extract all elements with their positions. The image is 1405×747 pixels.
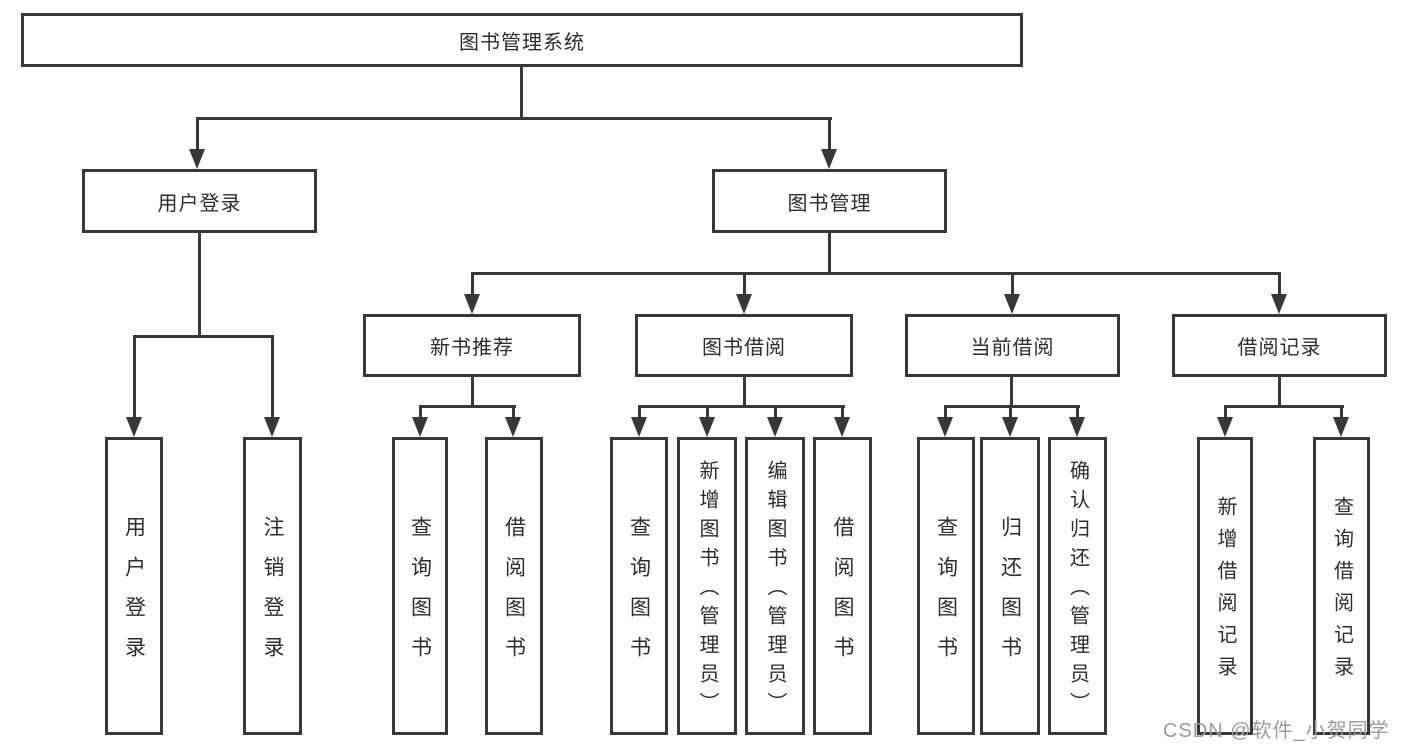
arrow-down-icon bbox=[505, 417, 521, 437]
node-borrowing-records-label: 借阅记录 bbox=[1237, 337, 1322, 359]
leaf-add-books-admin-label: 新增图书（管理员） bbox=[696, 460, 718, 721]
connector-line bbox=[1278, 272, 1281, 295]
csdn-watermark: CSDN @软件_小贺同学 bbox=[1163, 720, 1390, 742]
leaf-current-query-books-label: 查询图书 bbox=[934, 515, 958, 676]
arrow-down-icon bbox=[1002, 417, 1018, 437]
arrow-down-icon bbox=[1271, 294, 1287, 314]
arrow-down-icon bbox=[1069, 417, 1085, 437]
leaf-edit-books-admin-label: 编辑图书（管理员） bbox=[764, 460, 786, 721]
node-book-borrowing-label: 图书借阅 bbox=[702, 337, 786, 359]
connector-line bbox=[841, 405, 844, 419]
connector-line bbox=[638, 405, 845, 408]
leaf-recommend-borrow-books: 借阅图书 bbox=[485, 437, 543, 735]
leaf-recommend-borrow-books-label: 借阅图书 bbox=[502, 515, 526, 676]
leaf-logout: 注销登录 bbox=[243, 437, 302, 735]
arrow-down-icon bbox=[1004, 294, 1020, 314]
arrow-down-icon bbox=[412, 417, 428, 437]
node-current-borrowing-label: 当前借阅 bbox=[970, 337, 1055, 359]
connector-line bbox=[828, 117, 831, 150]
arrow-down-icon bbox=[189, 149, 205, 169]
connector-line bbox=[828, 233, 831, 275]
leaf-query-borrow-record-label: 查询借阅记录 bbox=[1330, 496, 1353, 688]
connector-line bbox=[133, 335, 136, 418]
arrow-down-icon bbox=[767, 417, 783, 437]
leaf-borrowing-borrow-books-label: 借阅图书 bbox=[831, 515, 854, 676]
connector-line bbox=[471, 272, 474, 295]
leaf-user-login: 用户登录 bbox=[105, 437, 163, 735]
connector-line bbox=[471, 272, 1281, 275]
arrow-down-icon bbox=[736, 294, 752, 314]
arrow-down-icon bbox=[937, 417, 953, 437]
connector-line bbox=[1010, 377, 1013, 407]
arrow-down-icon bbox=[821, 149, 837, 169]
arrow-down-icon bbox=[834, 417, 850, 437]
connector-line bbox=[1009, 405, 1012, 419]
arrow-down-icon bbox=[699, 417, 715, 437]
connector-line bbox=[1340, 405, 1343, 419]
arrow-down-icon bbox=[464, 294, 480, 314]
arrow-down-icon bbox=[1217, 417, 1233, 437]
leaf-add-books-admin: 新增图书（管理员） bbox=[677, 437, 737, 735]
leaf-borrowing-query-books: 查询图书 bbox=[610, 437, 668, 735]
leaf-borrowing-query-books-label: 查询图书 bbox=[627, 515, 651, 676]
leaf-user-login-label: 用户登录 bbox=[122, 515, 146, 676]
connector-line bbox=[419, 405, 516, 408]
leaf-logout-label: 注销登录 bbox=[261, 515, 284, 676]
leaf-return-books: 归还图书 bbox=[980, 437, 1040, 735]
connector-line bbox=[743, 272, 746, 295]
connector-line bbox=[520, 67, 523, 119]
leaf-edit-books-admin: 编辑图书（管理员） bbox=[745, 437, 805, 735]
connector-line bbox=[133, 335, 274, 338]
connector-line bbox=[271, 335, 274, 418]
connector-line bbox=[706, 405, 709, 419]
leaf-query-borrow-record: 查询借阅记录 bbox=[1313, 437, 1370, 735]
node-new-book-recommend-label: 新书推荐 bbox=[430, 337, 514, 359]
leaf-return-books-label: 归还图书 bbox=[998, 515, 1022, 676]
node-book-management-label: 图书管理 bbox=[787, 192, 872, 215]
connector-line bbox=[198, 233, 201, 337]
leaf-current-query-books: 查询图书 bbox=[917, 437, 975, 735]
leaf-confirm-return-admin-label: 确认归还（管理员） bbox=[1066, 460, 1089, 721]
connector-line bbox=[196, 117, 832, 120]
connector-line bbox=[1224, 405, 1344, 408]
connector-line bbox=[1011, 272, 1014, 295]
node-book-management: 图书管理 bbox=[712, 169, 947, 233]
leaf-add-borrow-record-label: 新增借阅记录 bbox=[1214, 496, 1236, 688]
leaf-add-borrow-record: 新增借阅记录 bbox=[1197, 437, 1253, 735]
leaf-borrowing-borrow-books: 借阅图书 bbox=[813, 437, 872, 735]
leaf-recommend-query-books-label: 查询图书 bbox=[408, 515, 432, 676]
arrow-down-icon bbox=[631, 417, 647, 437]
connector-line bbox=[944, 405, 1080, 408]
node-borrowing-records: 借阅记录 bbox=[1172, 314, 1387, 377]
connector-line bbox=[638, 405, 641, 419]
arrow-down-icon bbox=[264, 417, 280, 437]
connector-line bbox=[1224, 405, 1227, 419]
node-new-book-recommend: 新书推荐 bbox=[363, 314, 581, 377]
connector-line bbox=[1076, 405, 1079, 419]
connector-line bbox=[774, 405, 777, 419]
node-book-borrowing: 图书借阅 bbox=[635, 314, 853, 377]
connector-line bbox=[944, 405, 947, 419]
node-current-borrowing: 当前借阅 bbox=[905, 314, 1120, 377]
node-user-login: 用户登录 bbox=[82, 169, 317, 233]
node-user-login-label: 用户登录 bbox=[157, 192, 242, 215]
node-root-label: 图书管理系统 bbox=[459, 31, 585, 54]
leaf-confirm-return-admin: 确认归还（管理员） bbox=[1048, 437, 1107, 735]
node-root: 图书管理系统 bbox=[21, 13, 1023, 67]
connector-line bbox=[471, 377, 474, 407]
connector-line bbox=[196, 117, 199, 150]
arrow-down-icon bbox=[126, 417, 142, 437]
connector-line bbox=[512, 405, 515, 419]
connector-line bbox=[743, 377, 746, 407]
connector-line bbox=[419, 405, 422, 419]
leaf-recommend-query-books: 查询图书 bbox=[392, 437, 448, 735]
connector-line bbox=[1278, 377, 1281, 407]
arrow-down-icon bbox=[1333, 417, 1349, 437]
